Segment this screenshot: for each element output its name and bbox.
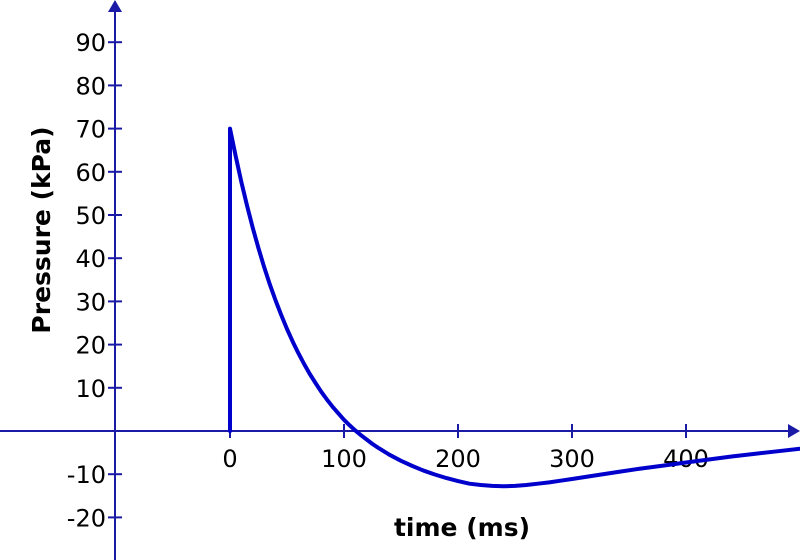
x-axis-arrowhead xyxy=(788,424,800,438)
y-tick-label: 40 xyxy=(75,245,106,273)
y-tick-label: 70 xyxy=(75,116,106,144)
y-tick-label: 30 xyxy=(75,288,106,316)
y-tick-label: 90 xyxy=(75,29,106,57)
y-axis-title: Pressure (kPa) xyxy=(27,126,56,333)
y-tick-label: -20 xyxy=(67,504,106,532)
y-tick-label: 10 xyxy=(75,375,106,403)
x-tick-label: 100 xyxy=(321,445,367,473)
x-axis-title: time (ms) xyxy=(394,513,530,542)
pressure-curve xyxy=(228,126,800,489)
y-tick-label: 20 xyxy=(75,332,106,360)
y-tick-label: -10 xyxy=(67,461,106,489)
x-tick-label: 300 xyxy=(549,445,595,473)
y-tick-label: 80 xyxy=(75,72,106,100)
y-tick-label: 50 xyxy=(75,202,106,230)
series xyxy=(228,126,800,489)
x-tick-label: 200 xyxy=(435,445,481,473)
y-tick-label: 60 xyxy=(75,159,106,187)
y-axis-arrowhead xyxy=(108,0,122,12)
x-tick-label: 0 xyxy=(222,445,237,473)
